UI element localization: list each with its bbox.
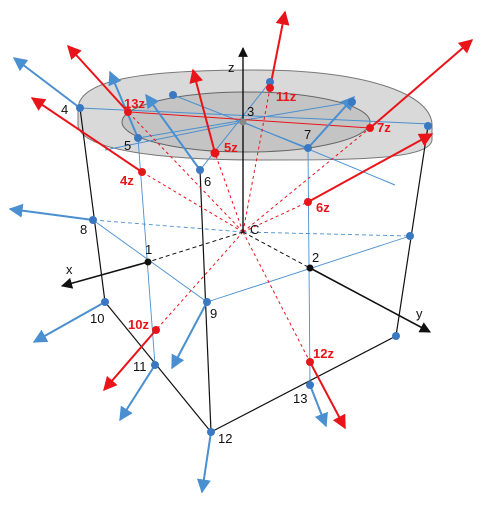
label-node-5: 5	[124, 138, 131, 153]
label-node-10: 10	[90, 311, 104, 326]
node-2-dot	[306, 264, 314, 272]
label-5z: 5z	[224, 140, 238, 155]
axis-label-x: x	[66, 262, 73, 277]
node-3-dot	[239, 118, 247, 126]
label-node-4: 4	[61, 102, 68, 117]
node-labels: 1 2 3 4 5 6 7 8 9 10 11 12 13	[61, 102, 319, 446]
label-4z: 4z	[120, 173, 134, 188]
label-12z: 12z	[313, 346, 334, 361]
label-node-8: 8	[80, 222, 87, 237]
x-axis	[60, 261, 149, 289]
label-node-9: 9	[210, 306, 217, 321]
axes	[60, 47, 431, 333]
blue-arrows	[8, 57, 355, 494]
label-node-13: 13	[293, 391, 307, 406]
label-node-1: 1	[145, 242, 152, 257]
axis-label-z: z	[228, 60, 235, 75]
label-node-7: 7	[304, 127, 311, 142]
label-7z: 7z	[377, 120, 391, 135]
label-11z: 11z	[276, 89, 297, 104]
label-node-11: 11	[133, 359, 147, 374]
label-13z: 13z	[124, 96, 145, 111]
red-arrows	[30, 10, 474, 430]
cylinder-frame	[79, 107, 429, 433]
red-rays	[127, 87, 371, 363]
center-label: C	[250, 222, 259, 237]
label-10z: 10z	[128, 317, 149, 332]
label-6z: 6z	[316, 200, 330, 215]
red-nodes	[124, 84, 374, 366]
label-node-6: 6	[204, 174, 211, 189]
label-node-12: 12	[218, 431, 232, 446]
red-labels: 4z 5z 6z 7z 10z 11z 12z 13z	[120, 89, 391, 361]
axis-label-y: y	[416, 306, 423, 321]
node-1-dot	[144, 258, 152, 266]
label-node-3: 3	[247, 104, 254, 119]
label-node-2: 2	[312, 250, 319, 265]
top-disc	[77, 69, 433, 186]
blue-nodes	[76, 78, 432, 436]
y-axis	[309, 267, 431, 333]
